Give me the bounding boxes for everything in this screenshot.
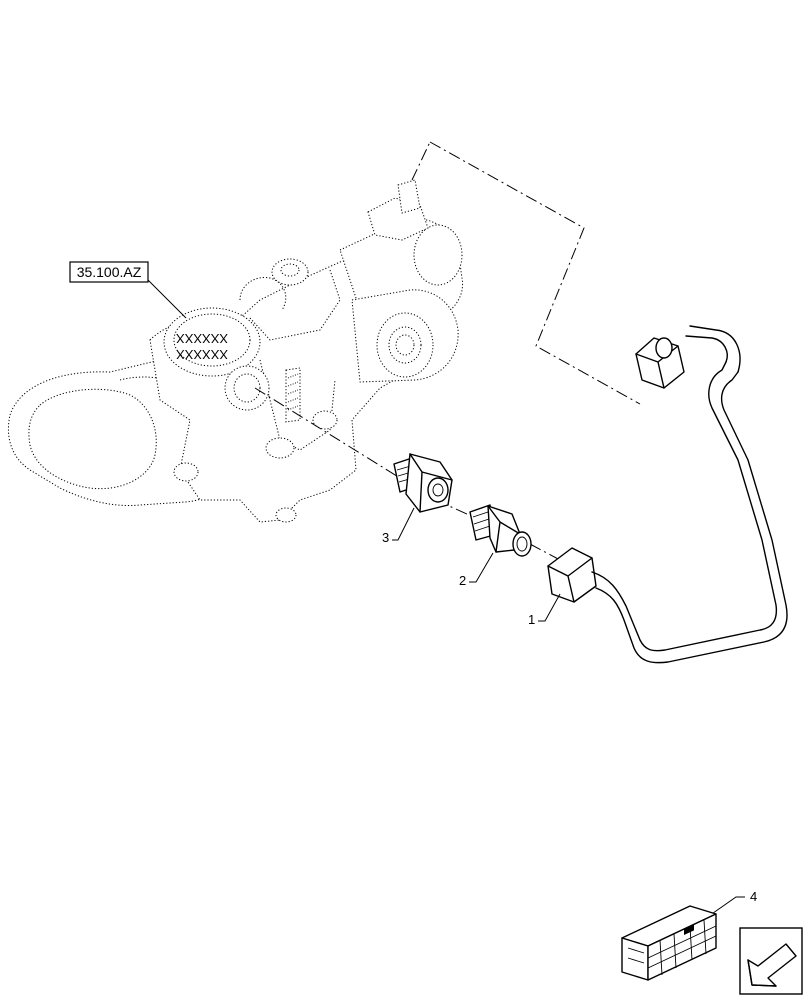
arrow-down-left-icon[interactable] <box>739 927 803 995</box>
callout-3: 3 <box>382 507 415 545</box>
callout-4: 4 <box>705 889 757 919</box>
crate-kit-icon <box>621 905 717 981</box>
part-2-straight-connector <box>469 504 532 557</box>
reference-label-text: 35.100.AZ <box>77 264 142 280</box>
callout-4-number: 4 <box>750 889 757 904</box>
valve-marking-text: XXXXXX XXXXXX <box>176 331 228 362</box>
callout-2-number: 2 <box>459 573 466 588</box>
reference-label-35-100-az[interactable]: 35.100.AZ <box>69 261 149 283</box>
reference-leader-line <box>147 279 187 319</box>
callout-1: 1 <box>528 593 561 627</box>
callout-1-number: 1 <box>528 612 535 627</box>
callout-2: 2 <box>459 552 494 588</box>
marking-line-2: XXXXXX <box>176 347 228 362</box>
marking-line-1: XXXXXX <box>176 331 228 346</box>
part-1-hydraulic-pipe <box>547 325 788 664</box>
part-3-adapter-fitting <box>393 453 453 513</box>
control-valve-assembly: XXXXXX XXXXXX <box>7 179 464 523</box>
callout-3-number: 3 <box>382 530 389 545</box>
